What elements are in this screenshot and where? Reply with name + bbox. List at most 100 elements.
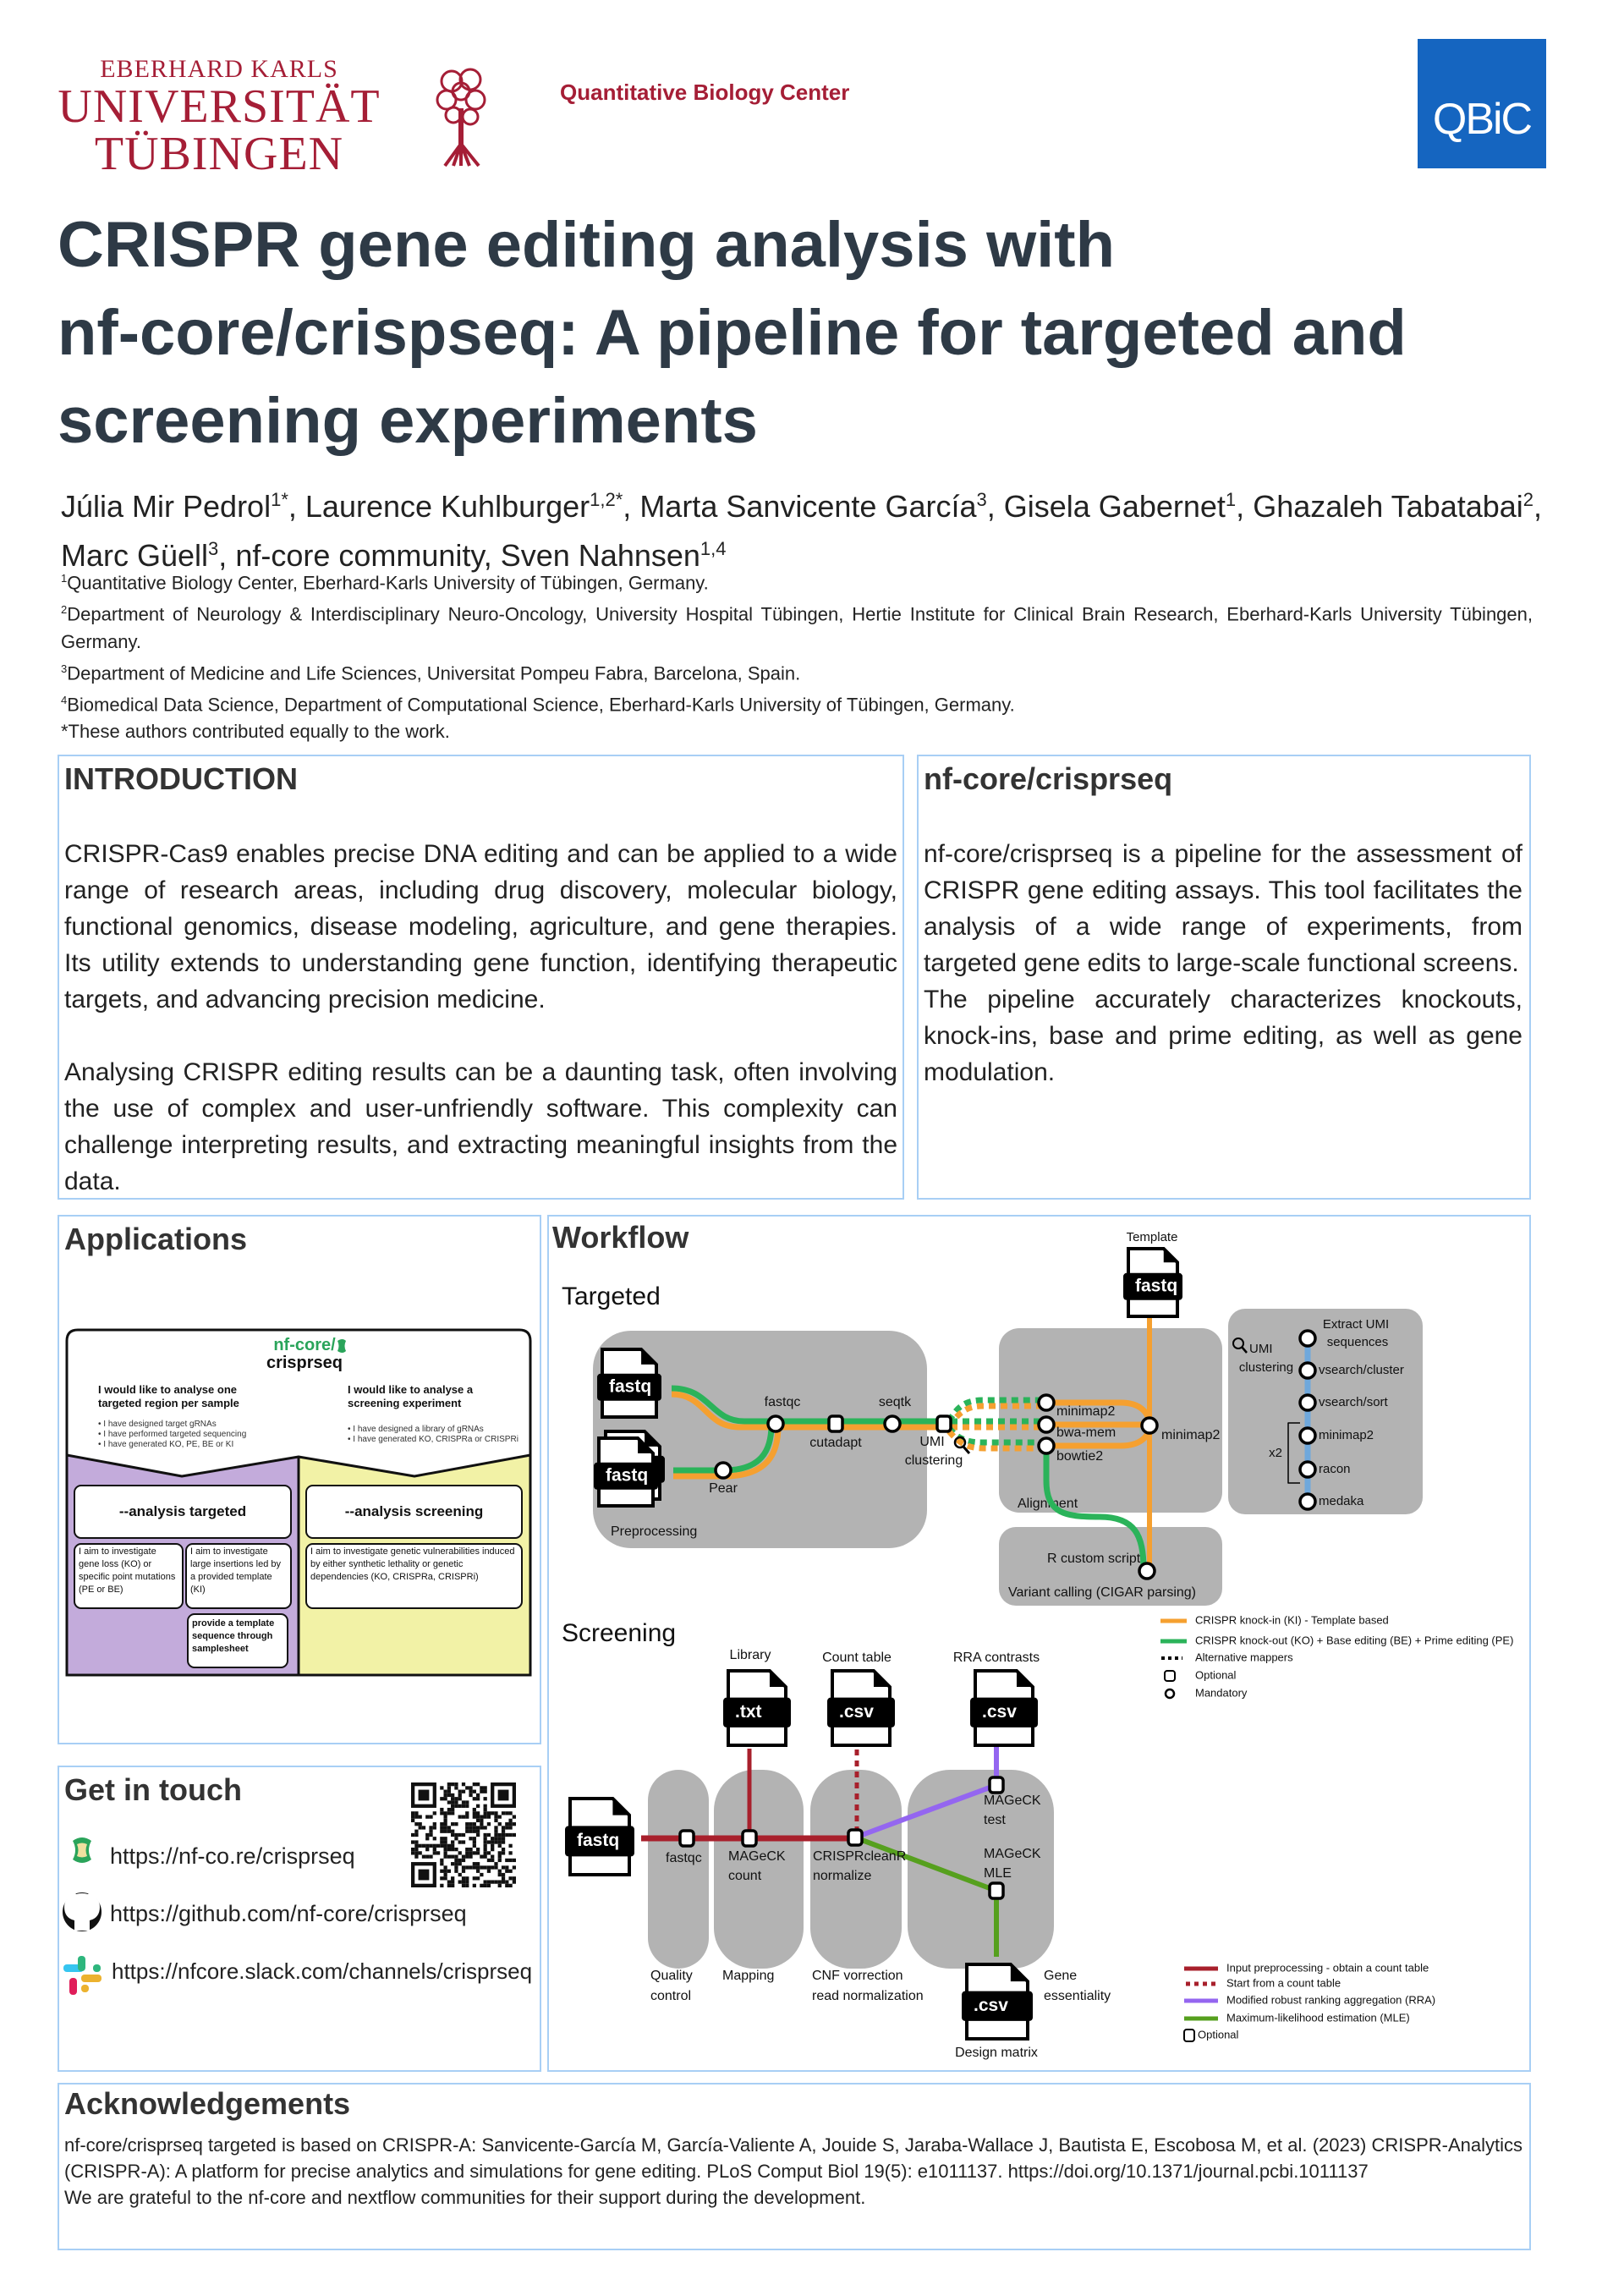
screening-fastq-file-fold <box>612 1799 629 1815</box>
umi-step-node <box>1298 1460 1317 1479</box>
qr-module <box>494 1840 498 1844</box>
qr-module <box>447 1789 452 1793</box>
qr-module <box>432 1847 436 1852</box>
author-separator: , <box>986 489 1004 524</box>
qr-module <box>443 1815 447 1819</box>
acknowledgements-citation: nf-core/crisprseq targeted is based on C… <box>64 2134 1522 2182</box>
qr-module <box>497 1858 502 1863</box>
github-link[interactable]: https://github.com/nf-core/crisprseq <box>110 1901 467 1926</box>
fastq-file-single-label: fastq <box>609 1376 651 1396</box>
mageck-count-label: MAGeCK <box>728 1849 786 1864</box>
qr-module <box>454 1862 458 1866</box>
screening-title: Screening <box>562 1619 676 1647</box>
qr-module <box>458 1851 462 1855</box>
qr-module <box>451 1797 455 1801</box>
qr-module <box>480 1826 484 1830</box>
qr-module <box>451 1811 455 1815</box>
qr-module <box>486 1851 491 1855</box>
author: Ghazaleh Tabatabai <box>1253 489 1523 524</box>
author-affiliation-mark: 2 <box>1522 489 1534 510</box>
qr-module <box>491 1880 495 1884</box>
center-name: Quantitative Biology Center <box>560 80 850 105</box>
qr-module <box>501 1829 506 1833</box>
qr-module <box>480 1789 484 1793</box>
qr-module <box>465 1865 469 1870</box>
qr-module <box>429 1854 433 1859</box>
qr-module <box>458 1880 462 1884</box>
design-matrix-label: Design matrix <box>955 2046 1038 2060</box>
qr-module <box>497 1851 502 1855</box>
qr-module <box>508 1876 513 1881</box>
qr-module <box>505 1826 509 1830</box>
qr-module <box>472 1851 476 1855</box>
legend-square <box>1164 1670 1176 1682</box>
legend-label: Optional <box>1198 2028 1239 2041</box>
qr-module <box>486 1858 491 1863</box>
qr-module <box>429 1826 433 1830</box>
affiliation-text: Quantitative Biology Center, Eberhard-Ka… <box>67 572 709 594</box>
qr-module <box>491 1811 495 1815</box>
fastq-file-paired-label: fastq <box>606 1465 648 1485</box>
qr-module <box>475 1847 480 1852</box>
qr-module <box>497 1843 502 1848</box>
affiliation-list: 1Quantitative Biology Center, Eberhard-K… <box>61 565 1533 745</box>
qr-module <box>501 1826 506 1830</box>
qr-module <box>443 1818 447 1823</box>
qr-module <box>491 1837 495 1841</box>
qr-module <box>472 1837 476 1841</box>
qr-module <box>501 1865 506 1870</box>
template-fastq-file-label: fastq <box>1135 1276 1177 1295</box>
qr-module <box>421 1826 426 1830</box>
qr-module <box>483 1786 487 1790</box>
qr-module <box>447 1807 452 1812</box>
qr-module <box>465 1847 469 1852</box>
qr-module <box>497 1815 502 1819</box>
qr-module <box>465 1786 469 1790</box>
qr-module <box>469 1854 473 1859</box>
qr-module <box>465 1822 469 1826</box>
qr-module <box>483 1851 487 1855</box>
qr-module <box>429 1832 433 1837</box>
aim-ko: I aim to investigate gene loss (KO) or s… <box>79 1546 176 1595</box>
gene-essentiality-label: essentiality <box>1044 1989 1111 2003</box>
qr-module <box>461 1800 466 1804</box>
qr-module <box>447 1800 452 1804</box>
qr-module <box>475 1865 480 1870</box>
qr-module <box>454 1800 458 1804</box>
nf-core-link[interactable]: https://nf-co.re/crisprseq <box>110 1843 355 1869</box>
qr-module <box>480 1822 484 1826</box>
qr-module <box>443 1789 447 1793</box>
r-script-node <box>1138 1562 1156 1580</box>
applications-heading: Applications <box>64 1222 248 1256</box>
qr-module <box>494 1880 498 1884</box>
qr-module <box>475 1869 480 1873</box>
qr-module <box>454 1822 458 1826</box>
qr-module <box>414 1851 419 1855</box>
fastq-file-single-band <box>597 1373 661 1401</box>
qr-module <box>483 1826 487 1830</box>
qr-module <box>447 1854 452 1859</box>
qr-module <box>454 1804 458 1808</box>
nf-core-icon-core <box>77 1843 87 1858</box>
qr-module <box>494 1837 498 1841</box>
acknowledgements-thanks: We are grateful to the nf-core and nextf… <box>64 2187 866 2208</box>
qr-module <box>486 1883 491 1887</box>
qr-module <box>425 1837 430 1841</box>
qr-module <box>421 1843 426 1848</box>
qr-module <box>458 1789 462 1793</box>
logo-nf-core: nf-core/ <box>273 1336 336 1354</box>
minimap2-merge-node <box>1140 1416 1159 1435</box>
qbic-logo: QBiC <box>1418 39 1546 168</box>
crisprcleanr-node <box>847 1828 864 1847</box>
bwa-mem-node <box>1037 1415 1056 1434</box>
affiliation-number: 4 <box>61 693 68 706</box>
qr-module <box>451 1807 455 1812</box>
qr-module <box>483 1804 487 1808</box>
magnifier-icon <box>1232 1338 1244 1349</box>
qr-module <box>497 1869 502 1873</box>
qr-module <box>475 1832 480 1837</box>
design-matrix-file-band <box>962 1991 1033 2021</box>
qr-module <box>451 1804 455 1808</box>
slack-link[interactable]: https://nfcore.slack.com/channels/crispr… <box>112 1958 533 1984</box>
qr-module <box>501 1847 506 1852</box>
